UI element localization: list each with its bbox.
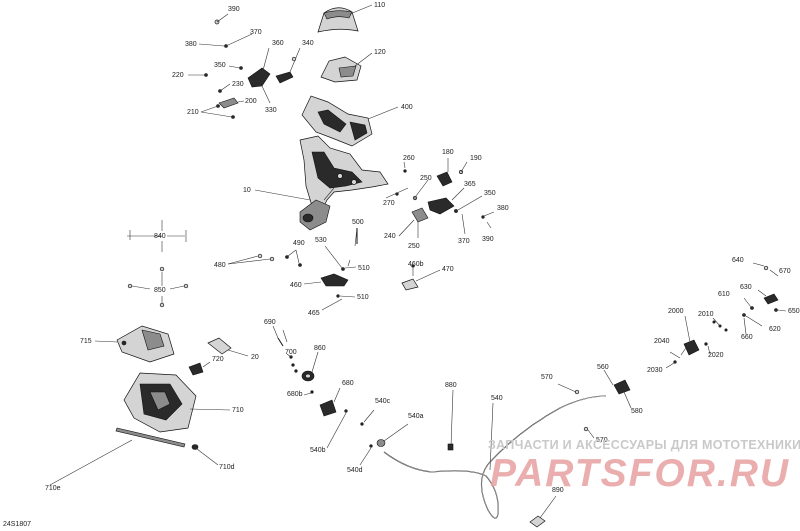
callout-labels: 390 370 380 360 340 110 350 220 230 120 … bbox=[45, 2, 800, 494]
callout-label: 630 bbox=[740, 284, 752, 291]
callout-label: 680b bbox=[287, 391, 303, 398]
callout-label: 390 bbox=[228, 6, 240, 13]
callout-label: 230 bbox=[232, 81, 244, 88]
callout-label: 200 bbox=[245, 98, 257, 105]
callout-label: 340 bbox=[302, 40, 314, 47]
callout-label: 210 bbox=[187, 109, 199, 116]
callout-label: 640 bbox=[732, 257, 744, 264]
callout-label: 610 bbox=[718, 291, 730, 298]
callout-label: 260 bbox=[403, 155, 415, 162]
callout-label: 715 bbox=[80, 338, 92, 345]
callout-label: 860 bbox=[314, 345, 326, 352]
callout-label: 390 bbox=[482, 236, 494, 243]
callout-label: 250 bbox=[408, 243, 420, 250]
callout-label: 250 bbox=[420, 175, 432, 182]
hardware-cluster-left bbox=[127, 220, 302, 308]
callout-label: 710e bbox=[45, 485, 61, 492]
callout-label: 680 bbox=[342, 380, 354, 387]
callout-label: 380 bbox=[185, 41, 197, 48]
callout-label: 890 bbox=[552, 487, 564, 494]
fairing-parts bbox=[301, 4, 399, 147]
callout-label: 365 bbox=[464, 181, 476, 188]
callout-label: 540c bbox=[375, 398, 391, 405]
hardware-cluster-right bbox=[665, 262, 787, 369]
callout-label: 120 bbox=[374, 49, 386, 56]
callout-label: 220 bbox=[172, 72, 184, 79]
callout-label: 700 bbox=[285, 349, 297, 356]
callout-label: 370 bbox=[458, 238, 470, 245]
steering-column-assembly bbox=[254, 135, 389, 231]
callout-label: 240 bbox=[384, 233, 396, 240]
hardware-cluster-top-left bbox=[188, 13, 301, 119]
callout-label: 540b bbox=[310, 447, 326, 454]
callout-label: 2000 bbox=[668, 308, 684, 315]
callout-label: 690 bbox=[264, 319, 276, 326]
callout-label: 480 bbox=[214, 262, 226, 269]
callout-label: 540 bbox=[491, 395, 503, 402]
watermark-logo: PARTSFOR.RU bbox=[490, 452, 791, 495]
callout-label: 490 bbox=[293, 240, 305, 247]
callout-label: 370 bbox=[250, 29, 262, 36]
callout-label: 710 bbox=[232, 407, 244, 414]
callout-label: 720 bbox=[212, 356, 224, 363]
callout-label: 530 bbox=[315, 237, 327, 244]
watermark-tagline: ЗАПЧАСТИ И АКСЕССУАРЫ ДЛЯ МОТОТЕХНИКИ bbox=[488, 438, 800, 452]
throttle-cable bbox=[383, 369, 632, 528]
callout-label: 380 bbox=[497, 205, 509, 212]
lower-housing-parts bbox=[49, 325, 249, 486]
callout-label: 10 bbox=[243, 187, 251, 194]
callout-label: 570 bbox=[596, 437, 608, 444]
callout-label: 660 bbox=[741, 334, 753, 341]
callout-label: 20 bbox=[251, 354, 259, 361]
hardware-cluster-lower-center bbox=[272, 325, 409, 466]
callout-label: 360 bbox=[272, 40, 284, 47]
callout-label: 2040 bbox=[654, 338, 670, 345]
hardware-cluster-center-right bbox=[385, 158, 495, 238]
callout-label: 190 bbox=[470, 155, 482, 162]
callout-label: 570 bbox=[541, 374, 553, 381]
callout-label: 460 bbox=[290, 282, 302, 289]
callout-label: 270 bbox=[383, 200, 395, 207]
hardware-cluster-center bbox=[303, 227, 441, 311]
callout-label: 540d bbox=[347, 467, 363, 474]
callout-label: 710d bbox=[219, 464, 235, 471]
callout-label: 2020 bbox=[708, 352, 724, 359]
callout-label: 470 bbox=[442, 266, 454, 273]
callout-label: 110 bbox=[374, 2, 385, 9]
callout-label: 840 bbox=[154, 233, 166, 240]
callout-label: 670 bbox=[779, 268, 791, 275]
diagram-reference-code: 24S1807 bbox=[3, 521, 32, 528]
callout-label: 510 bbox=[358, 265, 370, 272]
callout-label: 560 bbox=[597, 364, 609, 371]
callout-label: 2030 bbox=[647, 367, 663, 374]
callout-label: 510 bbox=[357, 294, 369, 301]
callout-label: 500 bbox=[352, 219, 364, 226]
callout-label: 2010 bbox=[698, 311, 714, 318]
callout-label: 465 bbox=[308, 310, 320, 317]
callout-label: 350 bbox=[214, 62, 226, 69]
callout-label: 330 bbox=[265, 107, 277, 114]
callout-label: 880 bbox=[445, 382, 457, 389]
callout-label: 540a bbox=[408, 413, 424, 420]
callout-label: 850 bbox=[154, 287, 166, 294]
callout-label: 650 bbox=[788, 308, 800, 315]
callout-label: 350 bbox=[484, 190, 496, 197]
callout-label: 460b bbox=[408, 261, 424, 268]
callout-label: 180 bbox=[442, 149, 454, 156]
callout-label: 620 bbox=[769, 326, 781, 333]
callout-label: 400 bbox=[401, 104, 413, 111]
callout-label: 580 bbox=[631, 408, 643, 415]
